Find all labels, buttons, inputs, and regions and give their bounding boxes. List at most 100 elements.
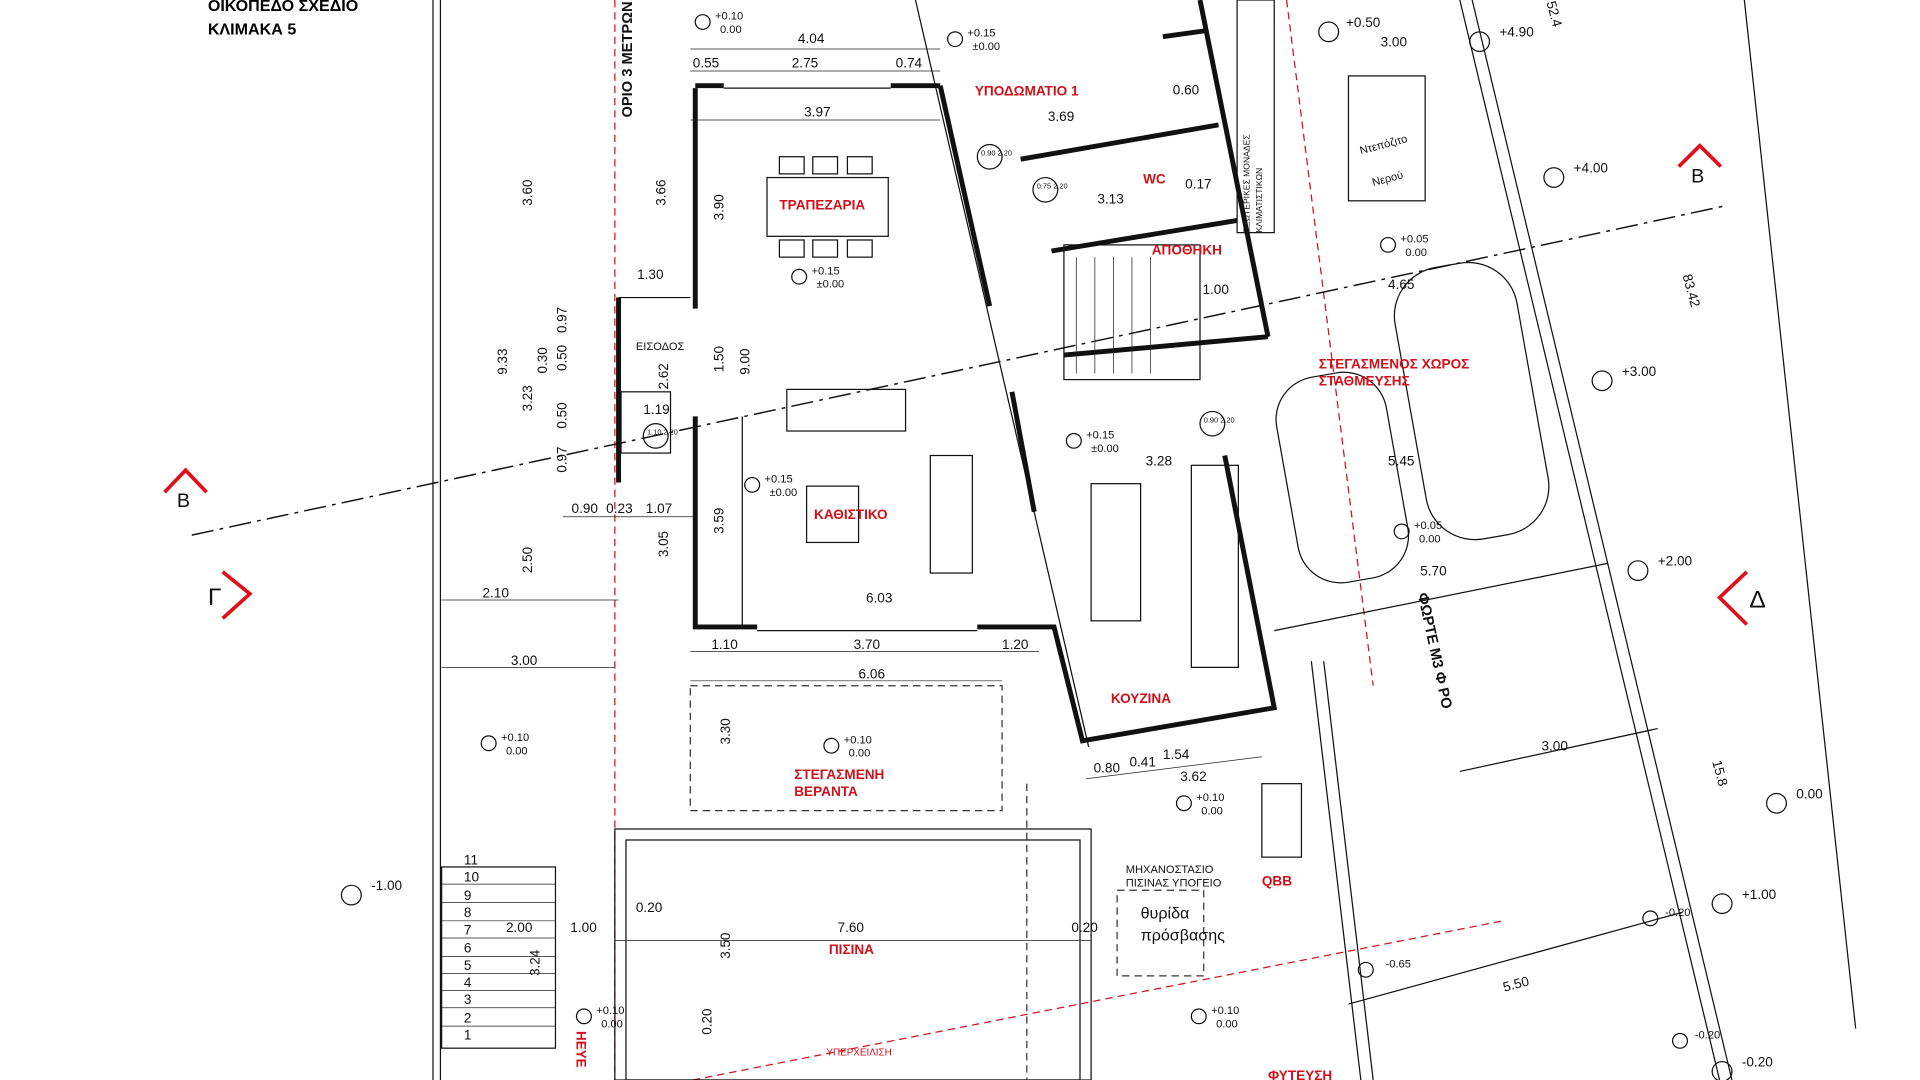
drawing-text: +0.05 [1400, 233, 1428, 245]
drawing-text: Γ [208, 584, 222, 611]
drawing-text: 0.00 [506, 745, 528, 757]
drawing-text: 2.75 [792, 55, 818, 70]
room-wc: WC [1143, 172, 1166, 187]
drawing-text: Νερού [1371, 169, 1405, 189]
parked-cars [1275, 261, 1550, 584]
drawing-text: 2.62 [656, 363, 671, 389]
access-hatch [1116, 889, 1205, 977]
drawing-text: 1.54 [1163, 747, 1190, 762]
sofa-side [929, 454, 973, 574]
drawing-text: ΦΩΡΤΕ Μ3 Φ ΡΟ [1414, 591, 1455, 710]
drawing-text: 3.24 [527, 949, 542, 976]
drawing-text: 2.00 [506, 920, 532, 935]
drawing-text: πρόσβασης [1141, 927, 1226, 944]
drawing-text: +3.00 [1622, 364, 1656, 379]
drawing-text: 4.04 [798, 31, 825, 46]
drawing-text: 1.20 [1002, 637, 1028, 652]
drawing-text: 4.65 [1388, 277, 1414, 292]
drawing-text: +4.90 [1499, 25, 1533, 40]
drawing-text: 10 [464, 870, 479, 885]
drawing-text: +0.10 [596, 1005, 624, 1017]
drawing-text: 6 [464, 941, 472, 956]
drawing-text: ΕΙΣΟΔΟΣ [636, 341, 685, 353]
drawing-text: ΚΛΙΜΑΤΙΣΤΙΚΩΝ [1254, 168, 1264, 233]
drawing-text: 0.23 [606, 501, 632, 516]
drawing-text: 9.00 [738, 349, 753, 375]
drawing-text: 0.00 [1796, 786, 1822, 801]
drawing-text: ΠΙΣΙΝΑΣ ΥΠΟΓΕΙΟ [1126, 878, 1222, 890]
sofa [786, 388, 907, 432]
drawing-text: 3.69 [1048, 109, 1074, 124]
drawing-text: 1.30 [637, 267, 663, 282]
title-line2: ΚΛΙΜΑΚΑ 5 [208, 21, 297, 38]
drawing-text: θυρίδα [1141, 905, 1190, 922]
drawing-text: -0.20 [1695, 1029, 1720, 1041]
drawing-text: -0.20 [1665, 907, 1690, 919]
drawing-text: ±0.00 [816, 279, 844, 291]
drawing-text: +0.15 [812, 265, 840, 277]
drawing-text: 0.00 [720, 24, 742, 36]
drawing-text: 0.20 [636, 900, 662, 915]
house-walls [616, 0, 1278, 744]
drawing-text: 1.00 [570, 920, 596, 935]
drawing-text: 3.23 [520, 385, 535, 411]
drawing-text: 5.50 [1501, 974, 1530, 995]
drawing-text: ΜΗΧΑΝΟΣΤΑΣΙΟ [1126, 864, 1214, 876]
drawing-text: +1.00 [1742, 887, 1776, 902]
drawing-text: 0.50 [555, 345, 570, 371]
drawing-text: 0.97 [555, 446, 570, 472]
drawing-text: 83.42 [1680, 272, 1703, 308]
drawing-text: -0.65 [1386, 958, 1411, 970]
drawing-text: 0.97 [555, 307, 570, 333]
furniture [766, 0, 1426, 858]
drawing-text: 1 [464, 1028, 472, 1043]
drawing-text: 1.19 [643, 402, 669, 417]
annotations: ΕΙΣΟΔΟΣ ΟΡΙΟ 3 ΜΕΤΡΩΝ ΜΗΧΑΝΟΣΤΑΣΙΟ ΠΙΣΙΝ… [620, 1, 1454, 944]
drawing-text: -1.00 [371, 878, 402, 893]
drawing-text: 0.60 [1173, 82, 1199, 97]
drawing-text: 3.00 [511, 653, 537, 668]
drawing-text: 0.20 [699, 1009, 714, 1035]
drawing-text: 3.50 [718, 933, 733, 959]
drawing-text: 4 [464, 975, 472, 990]
drawing-text: ΣΤΑΘΜΕΥΣΗΣ [1319, 374, 1410, 389]
drawing-text: +0.15 [1086, 429, 1114, 441]
pool-outer [614, 828, 1092, 1080]
section-axis-b [191, 204, 1726, 536]
drawing-text: 0.00 [1201, 805, 1223, 817]
drawing-text: 1.00 [1202, 282, 1228, 297]
drawing-text: 3.28 [1146, 453, 1172, 468]
drawing-text: 5.70 [1420, 564, 1446, 579]
section-markers: B B Γ Δ [163, 143, 1766, 626]
drawing-text: Δ [1749, 586, 1766, 613]
dining-table [766, 176, 889, 237]
drawing-text: 2 [464, 1011, 472, 1026]
drawing-text: 7 [464, 922, 472, 937]
drawing-text: 0.00 [849, 748, 871, 760]
drawing-text: 3.05 [656, 531, 671, 557]
drawing-text: 8 [464, 905, 472, 920]
drawing-text: 9 [464, 888, 472, 903]
drawing-text: +0.05 [1414, 520, 1442, 532]
drawing-text: +0.15 [967, 28, 995, 40]
drawing-text: 0.75 2.20 [1037, 182, 1068, 191]
drawing-text: 0.90 [572, 501, 598, 516]
drawing-text: 0.55 [693, 55, 719, 70]
drawing-text: 2.10 [482, 586, 508, 601]
room-pool: ΠΙΣΙΝΑ [829, 942, 874, 957]
drawing-text: ±0.00 [972, 41, 1000, 53]
drawing-text: 0.30 [535, 347, 550, 373]
level-markers: +0.100.00 +0.15±0.00 +0.15±0.00 +0.15±0.… [340, 11, 1823, 1080]
drawing-text: 5.45 [1388, 453, 1414, 468]
room-parking: ΣΤΕΓΑΣΜΕΝΟΣ ΧΩΡΟΣ [1319, 357, 1470, 372]
drawing-text: 3.13 [1097, 191, 1123, 206]
drawing-text: 3.60 [520, 180, 535, 206]
drawing-text: 1.10 2.20 [647, 428, 678, 437]
room-dining: ΤΡΑΠΕΖΑΡΙΑ [779, 197, 865, 212]
room-veranda: ΣΤΕΓΑΣΜΕΝΗ [794, 767, 884, 782]
drawing-text: 0.80 [1094, 761, 1120, 776]
room-living: ΚΑΘΙΣΤΙΚΟ [814, 507, 888, 522]
drawing-text: 0.74 [896, 55, 923, 70]
